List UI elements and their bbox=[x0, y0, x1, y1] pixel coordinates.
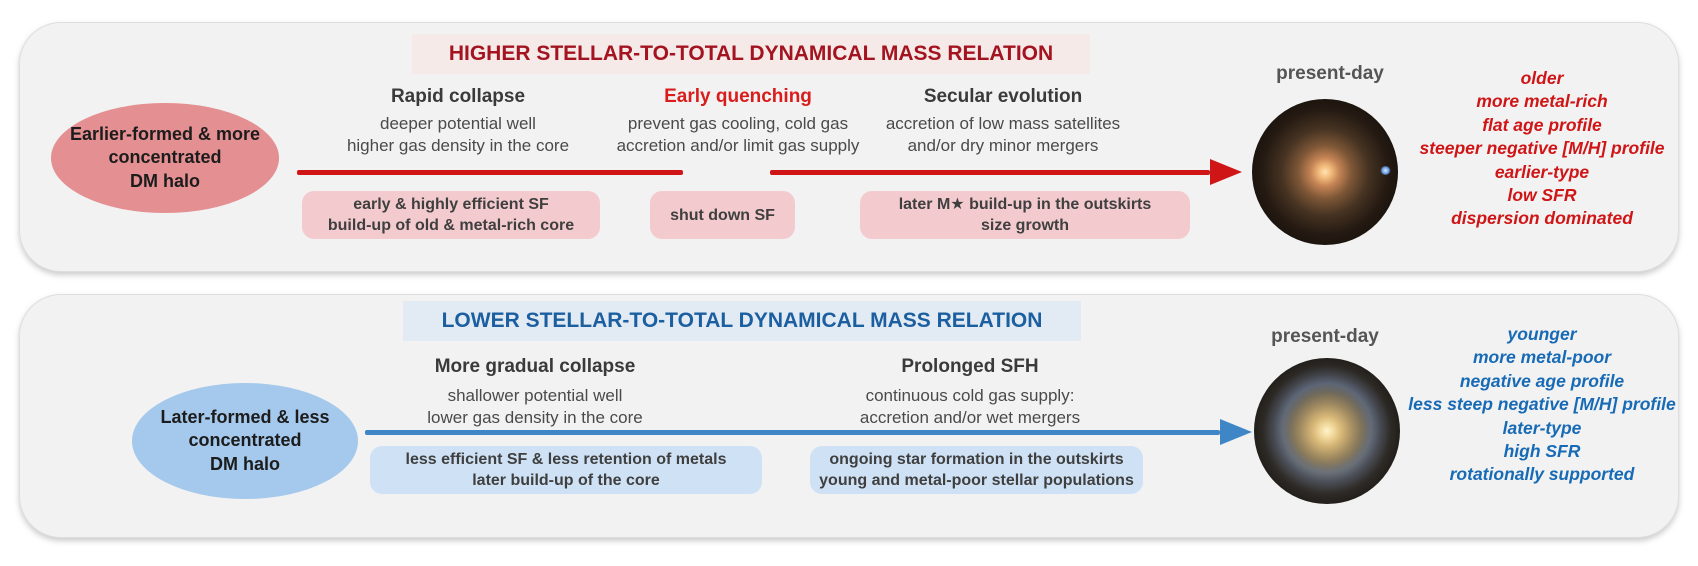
blue-clump-dot bbox=[1380, 166, 1392, 176]
stage-heading-rapid-collapse: Rapid collapse bbox=[390, 86, 526, 107]
stage-heading-secular-evolution: Secular evolution bbox=[923, 86, 1083, 107]
panel-lower-mass-relation: LOWER STELLAR-TO-TOTAL DYNAMICAL MASS RE… bbox=[19, 294, 1679, 538]
note-box-early-sf: early & highly efficient SF build-up of … bbox=[302, 191, 600, 239]
stage-desc-rapid-collapse: deeper potential well higher gas density… bbox=[346, 114, 570, 155]
present-day-label: present-day bbox=[1276, 63, 1384, 84]
stage-desc-early-quenching: prevent gas cooling, cold gas accretion … bbox=[616, 114, 860, 155]
note-box-later-buildup: later M★ build-up in the outskirts size … bbox=[860, 191, 1190, 239]
panel-title-higher: HIGHER STELLAR-TO-TOTAL DYNAMICAL MASS R… bbox=[412, 34, 1090, 74]
outcome-list-red: older more metal-rich flat age profile s… bbox=[1419, 68, 1665, 229]
dm-halo-label: Later-formed & less concentrated DM halo bbox=[160, 406, 330, 474]
present-day-label: present-day bbox=[1271, 326, 1379, 347]
timeline-arrow-blue bbox=[365, 430, 1220, 435]
spiral-galaxy-image bbox=[1254, 358, 1400, 504]
note-box-less-efficient-sf: less efficient SF & less retention of me… bbox=[370, 446, 762, 494]
stage-desc-gradual-collapse: shallower potential well lower gas densi… bbox=[427, 386, 643, 427]
dm-halo-ellipse-earlier: Earlier-formed & more concentrated DM ha… bbox=[51, 103, 279, 213]
stage-desc-prolonged-sfh: continuous cold gas supply: accretion an… bbox=[859, 386, 1081, 427]
timeline-arrow-red-segment-1 bbox=[297, 170, 683, 175]
stage-heading-early-quenching: Early quenching bbox=[664, 86, 812, 107]
stage-heading-gradual-collapse: More gradual collapse bbox=[434, 356, 636, 377]
dm-halo-label: Earlier-formed & more concentrated DM ha… bbox=[69, 123, 261, 191]
panel-title-lower: LOWER STELLAR-TO-TOTAL DYNAMICAL MASS RE… bbox=[403, 301, 1081, 341]
arrow-head-red-icon bbox=[1210, 159, 1242, 185]
note-box-ongoing-sf: ongoing star formation in the outskirts … bbox=[810, 446, 1143, 494]
note-box-shut-down-sf: shut down SF bbox=[650, 191, 795, 239]
arrow-head-blue-icon bbox=[1220, 419, 1252, 445]
timeline-arrow-red-segment-2 bbox=[770, 170, 1210, 175]
dm-halo-ellipse-later: Later-formed & less concentrated DM halo bbox=[132, 383, 358, 499]
outcome-list-blue: younger more metal-poor negative age pro… bbox=[1408, 324, 1676, 485]
stage-desc-secular-evolution: accretion of low mass satellites and/or … bbox=[885, 114, 1121, 155]
panel-higher-mass-relation: HIGHER STELLAR-TO-TOTAL DYNAMICAL MASS R… bbox=[19, 22, 1679, 272]
stage-heading-prolonged-sfh: Prolonged SFH bbox=[901, 356, 1039, 377]
elliptical-galaxy-image bbox=[1252, 99, 1398, 245]
